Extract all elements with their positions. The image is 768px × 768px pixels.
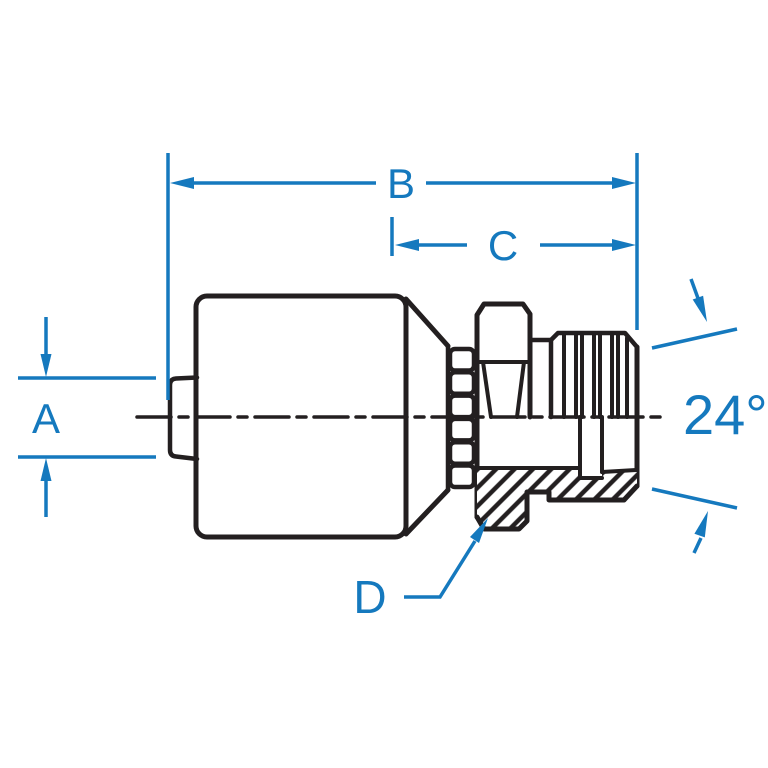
thread-crest-lines [562,333,629,419]
hex-nut [474,301,533,520]
hex-flat-edge [515,360,526,419]
crimp-collar [447,346,477,490]
arrowhead-up-icon [40,458,52,481]
dim-label-c: C [488,222,518,269]
dim-label-b: B [387,160,415,207]
arrowhead-down-icon [40,354,52,377]
ferrule-body [193,293,409,540]
arrowhead-up-icon [694,511,708,538]
angle-leg-top [651,327,738,350]
label-d-leader: D [353,518,488,623]
dimension-b: B [170,160,636,207]
taper-cone-bottom [403,487,451,537]
arrowhead-left-icon [170,177,194,189]
thread-top-edge [548,330,640,350]
arrowhead-right-icon [612,177,636,189]
arrowhead-upright-icon [470,518,488,543]
dimension-a: A [18,317,156,517]
angle-leg-bottom [651,487,738,510]
dim-label-a: A [32,395,60,442]
angle-label: 24° [683,383,768,446]
collar-segment [447,463,477,490]
cone-surface-edge [600,468,639,474]
angle-annotation: 24° [651,278,768,554]
hex-flat-edge [481,360,493,419]
hose-stub [167,375,200,462]
threaded-end [527,330,640,489]
arrowhead-down-icon [692,295,707,322]
arrowhead-right-icon [612,239,636,251]
section-view [474,415,640,532]
taper-cone-top [403,296,451,349]
dim-label-d: D [353,571,386,623]
section-outer-profile [474,483,640,532]
dimension-c: C [390,217,636,269]
arrowhead-left-icon [395,239,419,251]
